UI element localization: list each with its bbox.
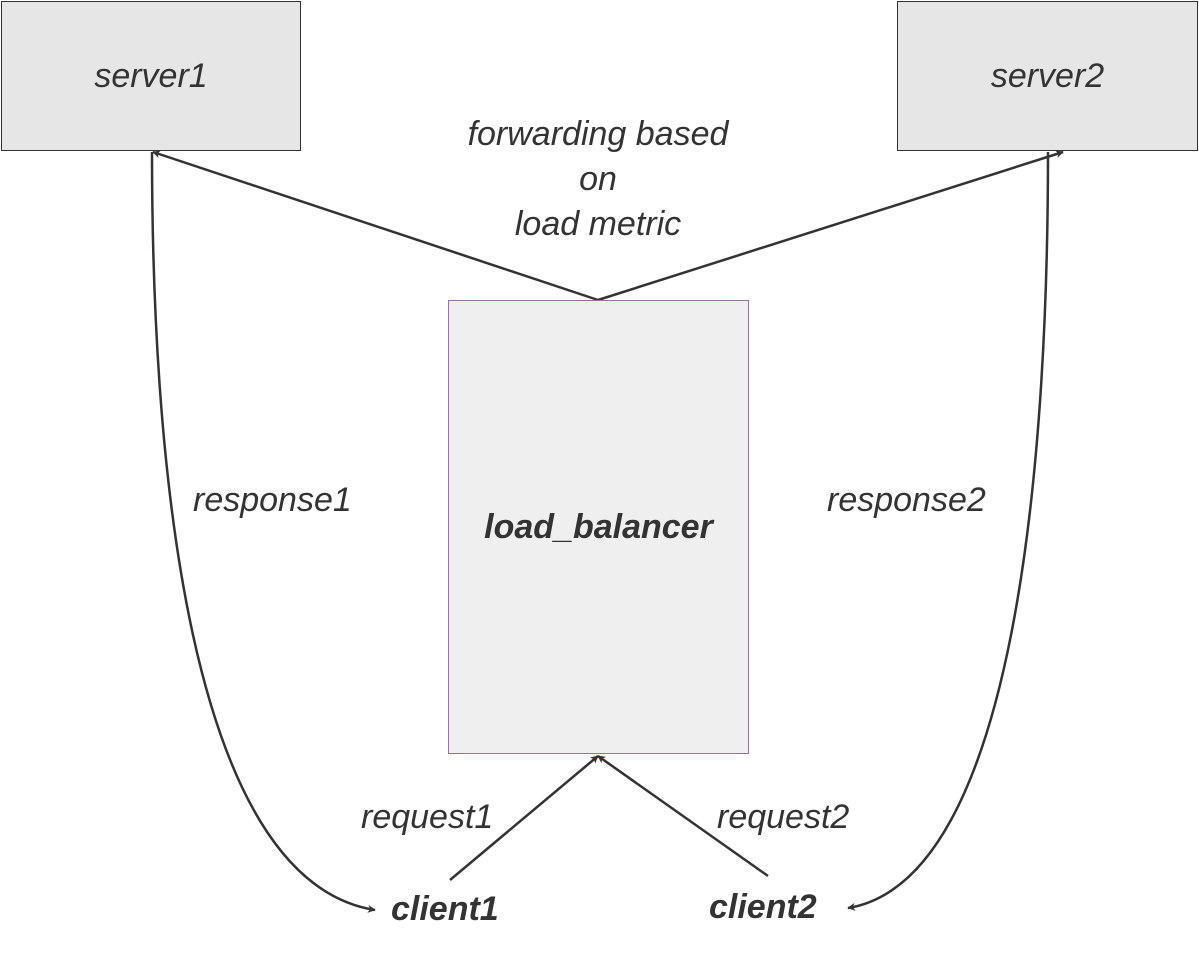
forward-to-server2-arrow <box>597 150 1064 302</box>
server2-label: server2 <box>990 56 1105 95</box>
load-balancer-label: load_balancer <box>484 507 713 546</box>
load-balancer-box: load_balancer <box>448 300 749 754</box>
response2-label: response2 <box>827 481 986 519</box>
forwarding-label-line1: forwarding based <box>467 115 729 153</box>
request2-arrow <box>597 754 769 878</box>
client2-label: client2 <box>709 888 817 926</box>
request1-label: request1 <box>361 798 494 836</box>
server1-label: server1 <box>94 56 208 95</box>
response1-label: response1 <box>193 481 352 519</box>
response2-arrow <box>847 151 1050 911</box>
request1-arrow <box>449 755 599 881</box>
forwarding-label: forwarding based on load metric <box>448 112 748 247</box>
request2-label: request2 <box>717 798 850 836</box>
response1-arrow <box>150 151 376 913</box>
forwarding-label-line2: on <box>579 160 617 198</box>
forwarding-label-line3: load metric <box>514 205 682 243</box>
client1-label: client1 <box>391 890 499 928</box>
server2-box: server2 <box>897 1 1198 151</box>
forward-to-server1-arrow <box>152 150 599 302</box>
server1-box: server1 <box>1 1 301 151</box>
